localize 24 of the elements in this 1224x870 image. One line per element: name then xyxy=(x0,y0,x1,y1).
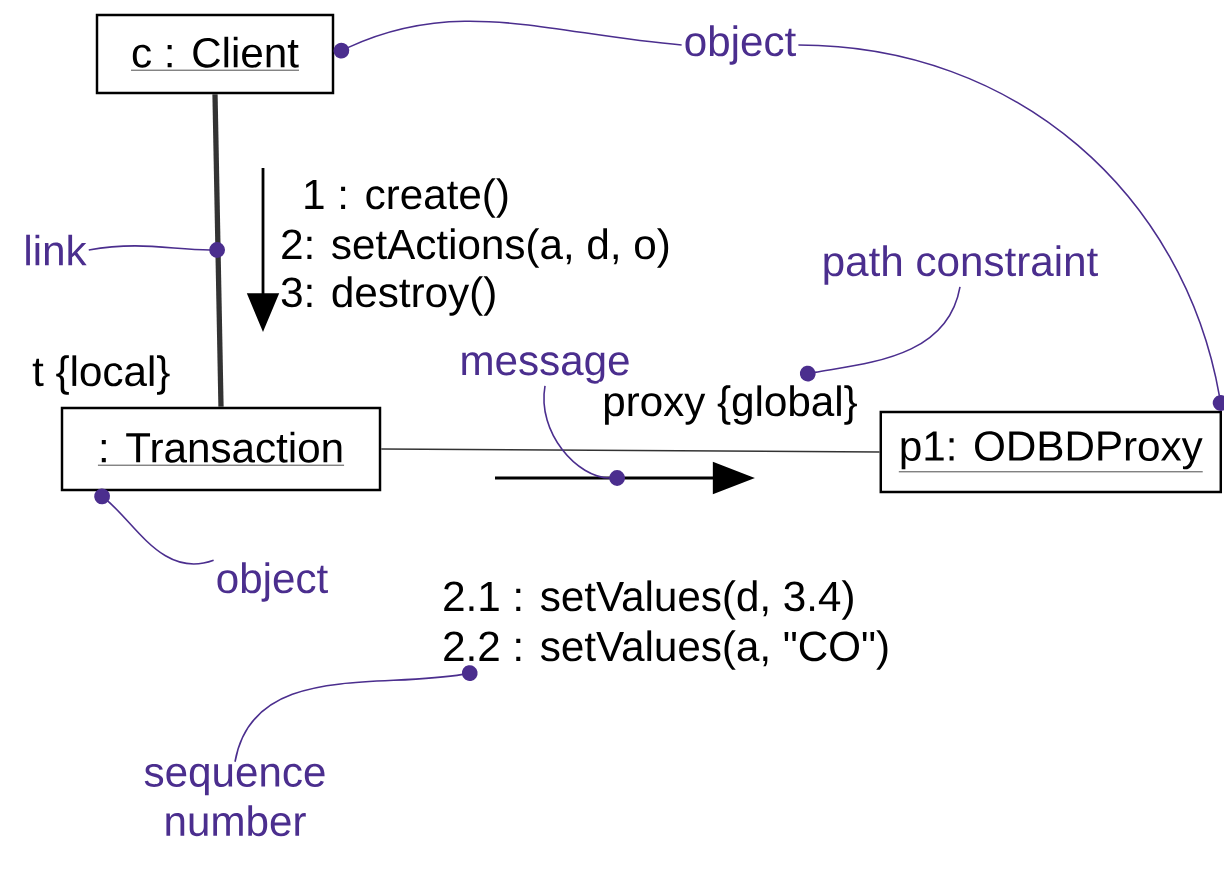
leader-line xyxy=(333,20,683,59)
annotation-text: link xyxy=(26,234,87,266)
annotation-text: object xyxy=(217,562,328,602)
message-label: 1 : create() xyxy=(305,178,508,218)
annotation-text: sequence number xyxy=(144,763,325,837)
leader-line xyxy=(543,385,625,486)
message-label: 2.1 : setValues(d, 3.4) xyxy=(444,580,853,620)
annotation-text: path constraint xyxy=(824,245,1098,285)
annotation-text: object xyxy=(685,25,796,65)
leader-line xyxy=(234,665,478,763)
object-box: : Transaction xyxy=(60,406,382,492)
object-box: c : Client xyxy=(95,13,335,95)
object-box: p1: ODBDProxy xyxy=(879,410,1222,494)
message-label: 3: destroy() xyxy=(281,276,495,316)
annotation-text: message xyxy=(462,352,629,384)
message-label: 2.2 : setValues(a, "CO") xyxy=(444,630,888,670)
leader-line xyxy=(797,44,1224,411)
link-line xyxy=(380,448,881,453)
leader-line xyxy=(87,242,225,258)
role-label: t {local} xyxy=(32,355,170,395)
leader-line xyxy=(94,488,215,565)
message-label: 2: setActions(a, d, o) xyxy=(282,228,669,268)
leader-line xyxy=(799,285,961,382)
link-line xyxy=(212,94,224,407)
